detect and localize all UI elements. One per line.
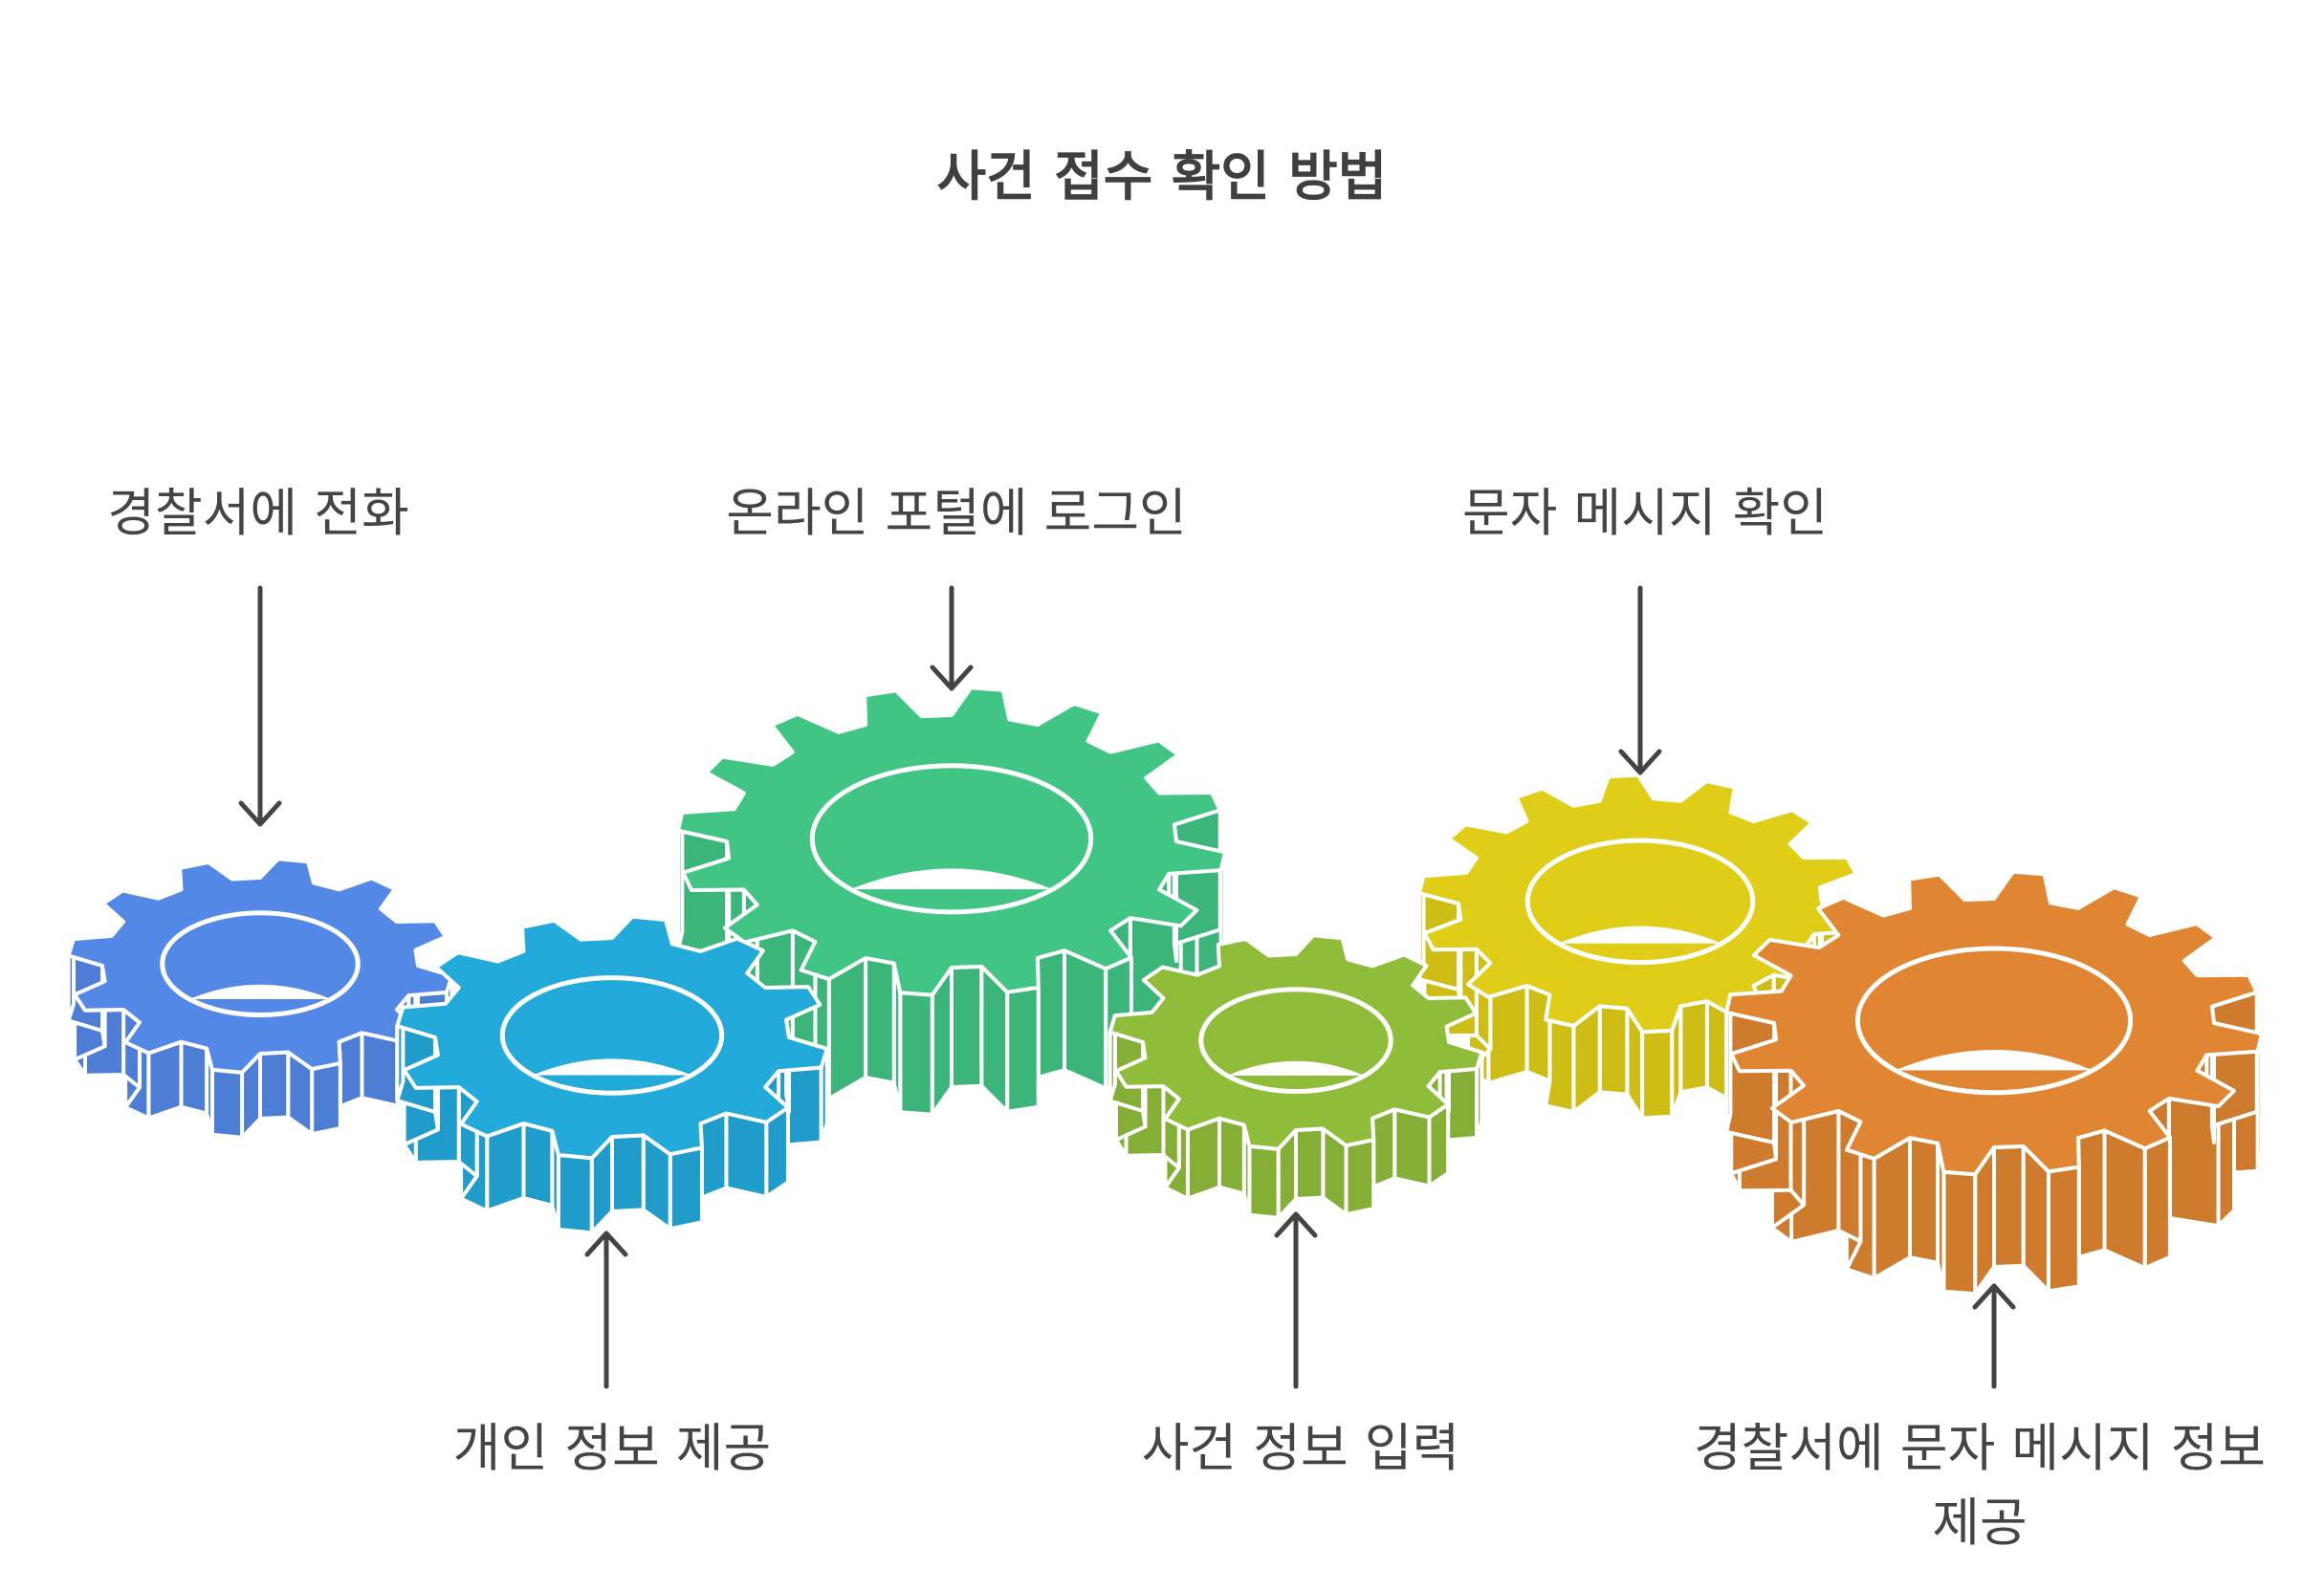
gear-side-face <box>258 1050 291 1121</box>
gear-side-face <box>1247 1144 1281 1220</box>
gear-side-face <box>898 991 934 1117</box>
gear-side-face <box>1063 948 1108 1091</box>
gear-hole-inner <box>1558 926 1722 944</box>
step-label-1: 경찰서에 전화 <box>107 483 409 543</box>
arrow-4 <box>584 1231 628 1389</box>
gear-side-face <box>1217 1116 1246 1196</box>
diagram-title: 사건 접수 확인 방법 <box>936 146 1388 208</box>
gear-side-face <box>698 1111 729 1201</box>
step-label-2: 개인 정보 제공 <box>452 1418 772 1478</box>
gear-hole <box>809 763 1094 915</box>
gear-side-face <box>1597 1004 1630 1097</box>
gear-hole <box>1524 838 1756 966</box>
gear-4 <box>1107 933 1484 1220</box>
gear-side-face <box>1678 999 1709 1095</box>
gear-side-face <box>2046 1165 2081 1294</box>
gear-hole <box>1854 946 2134 1096</box>
arrow-3 <box>1618 585 1662 775</box>
gear-side-face <box>610 1133 646 1213</box>
gear-side-face <box>864 955 896 1085</box>
gear-side-face <box>724 1111 769 1199</box>
step-label-6: 경찰서에 문자 메시지 정보 제공 <box>1694 1418 2266 1553</box>
gear-hole-inner <box>1227 1060 1365 1076</box>
step-label-4: 사건 정보 입력 <box>1141 1418 1460 1478</box>
gear-side-face <box>676 828 729 963</box>
gear-hole-inner <box>1895 1049 2094 1071</box>
gear-side-face <box>337 1031 364 1109</box>
gear-side-face <box>1907 1136 1940 1265</box>
gear-side-face <box>310 1061 342 1137</box>
gear-side-face <box>2076 1128 2107 1260</box>
arrow-6 <box>1972 1283 2016 1389</box>
gear-side-face <box>2102 1128 2147 1271</box>
gear-side-face <box>1392 1107 1432 1188</box>
gear-hole-inner <box>850 868 1053 890</box>
gear-hole <box>1198 987 1393 1095</box>
arrow-5 <box>1274 1211 1318 1389</box>
gear-side-face <box>668 1145 704 1231</box>
gear-side-face <box>2142 1135 2172 1271</box>
gear-side-face <box>1005 985 1041 1114</box>
gear-side-face <box>1294 1126 1326 1201</box>
gear-hole-inner <box>532 1058 692 1076</box>
gear-side-face <box>1486 984 1529 1085</box>
gear-side-face <box>1724 992 1733 1134</box>
gear-1 <box>66 857 454 1140</box>
arrow-1 <box>238 585 282 827</box>
gear-side-face <box>209 1067 245 1140</box>
arrow-2 <box>930 585 974 691</box>
gear-hole <box>160 910 361 1018</box>
gear-side-face <box>1344 1138 1376 1217</box>
gear-side-face <box>485 1122 526 1213</box>
gear-side-face <box>1640 1028 1675 1121</box>
gear-hole <box>499 975 725 1096</box>
gear-side-face <box>1872 1136 1912 1280</box>
step-label-5: 문자 메시지 확인 <box>1461 483 1829 543</box>
gear-side-face <box>556 1152 594 1235</box>
step-label-3: 온라인 포털에 로그인 <box>726 483 1187 543</box>
gear-6 <box>1724 869 2264 1297</box>
gear-side-face <box>521 1122 555 1208</box>
gear-side-face <box>1941 1169 1978 1297</box>
gear-side-face <box>1185 1116 1221 1201</box>
gear-2 <box>395 914 829 1235</box>
gear-side-face <box>1035 948 1067 1079</box>
gear-side-face <box>950 964 984 1089</box>
gear-side-face <box>179 1039 209 1116</box>
gear-side-face <box>826 955 868 1101</box>
gear-side-face <box>1370 1107 1397 1189</box>
gear-side-face <box>1524 984 1552 1083</box>
gear-hole-inner <box>188 984 332 999</box>
gear-side-face <box>1992 1144 2026 1269</box>
gear-side-face <box>360 1031 400 1108</box>
gear-side-face <box>1724 1010 1776 1144</box>
